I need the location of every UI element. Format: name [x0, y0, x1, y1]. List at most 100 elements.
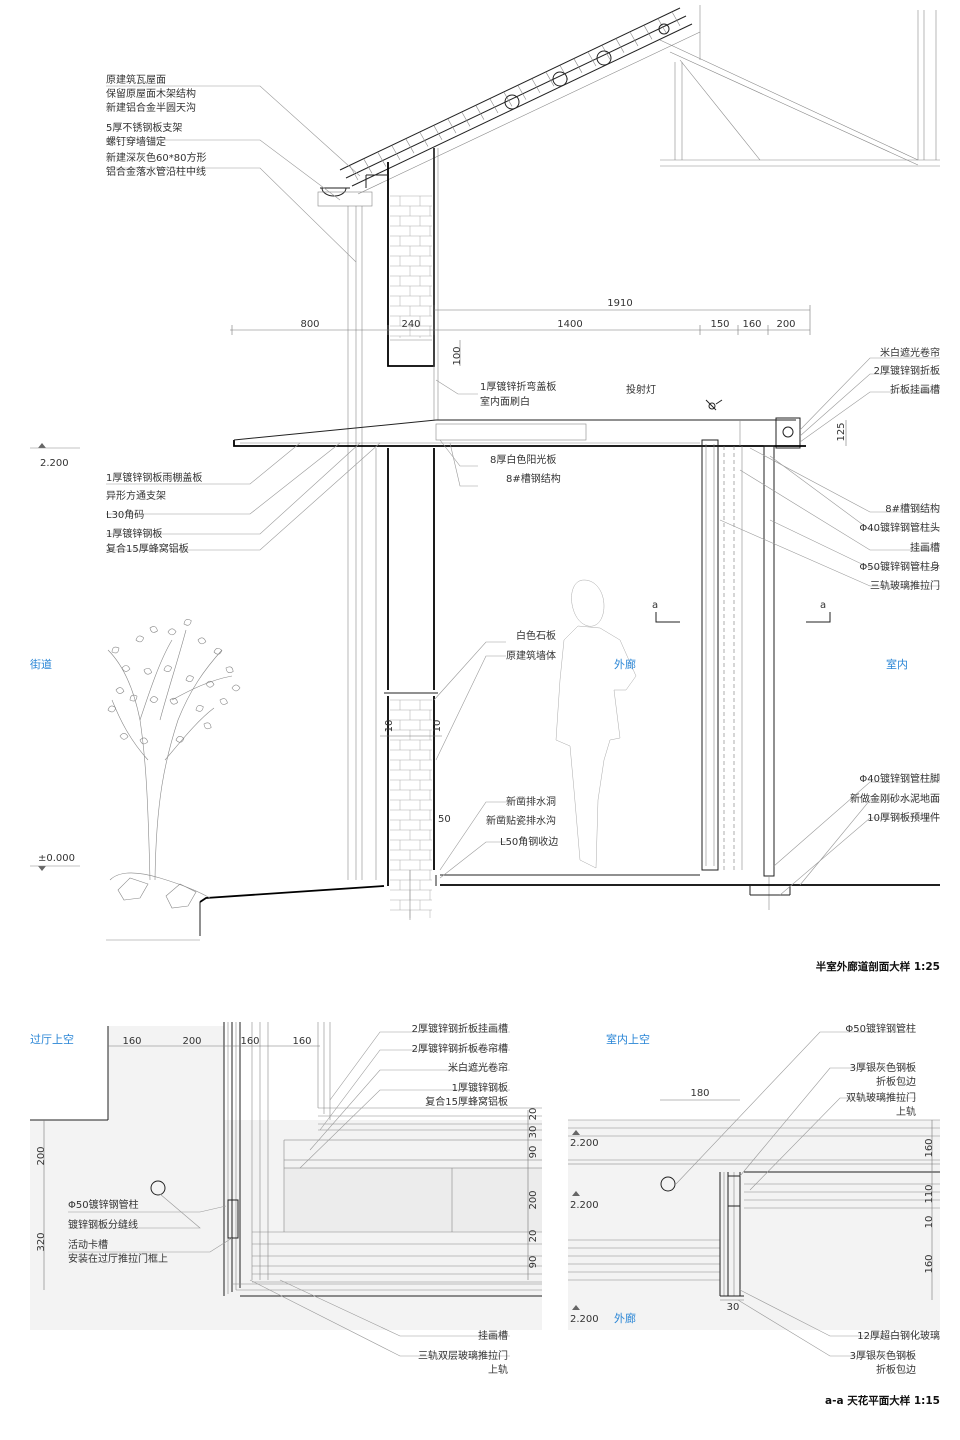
plan-left-note-11: 三轨双层玻璃推拉门 — [418, 1349, 508, 1362]
leaf-mark — [205, 680, 215, 688]
plan-right-zone-top: 室内上空 — [606, 1032, 650, 1046]
plan-right-note-3: 折板包边 — [876, 1075, 916, 1088]
note-canopy-1: 1厚镀锌钢板雨棚盖板 — [106, 471, 202, 484]
leaf-mark — [167, 628, 177, 636]
canopy — [233, 417, 806, 449]
section-mark-left: a — [652, 600, 658, 611]
note-folded-plate: 2厚镀锌钢折板 — [874, 364, 940, 377]
plan-right-level-3: 2.200 — [570, 1314, 599, 1325]
drawing-line — [545, 72, 555, 87]
dim-240: 240 — [401, 319, 420, 330]
plan-left-dim-2: 200 — [182, 1036, 201, 1047]
sliding-door — [701, 439, 743, 871]
section-mark-right: a — [820, 600, 826, 611]
note-channel-right: 8#槽钢结构 — [885, 502, 940, 515]
note-stone-slab: 白色石板 — [516, 629, 556, 642]
drawing-line — [475, 105, 485, 120]
tree-illustration — [106, 619, 241, 941]
dim-160: 160 — [742, 319, 761, 330]
plan-left-note-8: 1厚镀锌钢板 — [452, 1081, 508, 1094]
level-upper-label: 2.200 — [40, 458, 69, 469]
dimensions-top: 800 240 1400 150 160 200 1910 — [230, 298, 811, 335]
plan-left-note-7: 米白遮光卷帘 — [448, 1061, 508, 1074]
note-sliding-door: 三轨玻璃推拉门 — [870, 579, 940, 592]
note-roof-4: 5厚不锈钢板支架 — [106, 121, 182, 134]
plan-left: 160 200 160 160 200 320 20 30 90 200 20 … — [30, 1022, 542, 1376]
roof-frame — [659, 5, 940, 167]
drawing-line — [671, 11, 681, 27]
note-canopy-5: 复合15厚蜂窝铝板 — [106, 542, 189, 555]
drawing-line — [377, 152, 387, 167]
plan-left-note-5: 2厚镀锌钢折板挂画槽 — [412, 1022, 508, 1035]
level-ground: ±0.000 — [30, 853, 80, 871]
roof-tiles — [339, 7, 701, 195]
note-roof-5: 螺钉穿墙锚定 — [106, 135, 166, 148]
leaf-mark — [197, 637, 207, 645]
leaf-mark — [115, 687, 125, 694]
leaf-mark — [175, 736, 185, 743]
dim-10b: 10 — [432, 720, 443, 733]
plan-right-dim-bottom: 30 — [727, 1302, 740, 1313]
dimensions-side: 100 125 10 10 50 — [380, 340, 847, 825]
dim-50: 50 — [438, 814, 451, 825]
leaf-mark — [183, 619, 192, 626]
plan-right-note-2: 3厚银灰色钢板 — [850, 1061, 916, 1074]
leaf-mark — [111, 646, 120, 654]
leaf-mark — [219, 698, 228, 705]
zone-street: 街道 — [30, 657, 52, 671]
drawing-line — [461, 112, 471, 127]
plan-right-note-4: 双轨玻璃推拉门 — [846, 1091, 916, 1104]
note-column-body: Φ50镀锌钢管柱身 — [859, 560, 940, 573]
plan-left-dim-1: 160 — [122, 1036, 141, 1047]
floor — [199, 870, 940, 936]
drawing-line — [447, 118, 457, 134]
plan-left-dim-left-2: 320 — [36, 1232, 47, 1251]
plan-left-dim-right-6: 90 — [528, 1256, 539, 1269]
leaf-mark — [169, 697, 178, 705]
note-cover-plate: 1厚镀锌折弯盖板 — [480, 380, 556, 393]
note-canopy-2: 异形方通支架 — [106, 489, 166, 502]
upper-wall — [365, 148, 439, 420]
note-roof-3: 新建铝合金半圆天沟 — [106, 101, 196, 114]
note-column-foot: Φ40镀锌钢管柱脚 — [859, 772, 940, 785]
plan-right-leaders — [675, 1031, 916, 1357]
plan-left-dim-right-4: 200 — [528, 1190, 539, 1209]
note-embedded-plate: 10厚钢板预埋件 — [867, 811, 940, 824]
steel-column — [763, 445, 775, 910]
drawing-line — [419, 132, 429, 147]
note-canopy-4: 1厚镀锌钢板 — [106, 527, 162, 540]
dim-150: 150 — [710, 319, 729, 330]
plan-right-level-2: 2.200 — [570, 1200, 599, 1211]
leaf-mark — [225, 666, 234, 674]
section-mark-labels: a a — [652, 600, 826, 611]
leaf-mark — [143, 667, 152, 675]
leaf-mark — [149, 626, 158, 633]
plan-right-note-8: 折板包边 — [876, 1363, 916, 1376]
note-roof-6: 新建深灰色60*80方形 — [106, 151, 206, 164]
drawing-line — [405, 139, 415, 154]
right-notes: 米白遮光卷帘 2厚镀锌钢折板 折板挂画槽 8#槽钢结构 Φ40镀锌钢管柱头 挂画… — [850, 346, 940, 824]
drawing-line — [503, 92, 513, 107]
note-angle-steel: L50角钢收边 — [500, 835, 558, 848]
dim-1910: 1910 — [607, 298, 632, 309]
drawing-line — [363, 159, 373, 174]
drawing-line — [657, 18, 667, 33]
drawing-line — [615, 38, 625, 53]
plan-left-leaders — [68, 1031, 510, 1357]
plan-left-dim-left-1: 200 — [36, 1146, 47, 1165]
drawing-line — [629, 31, 639, 47]
plan-right-note-1: Φ50镀锌钢管柱 — [845, 1022, 916, 1035]
roof-notes: 原建筑瓦屋面 保留原屋面木架结构 新建铝合金半圆天沟 5厚不锈钢板支架 螺钉穿墙… — [106, 73, 206, 178]
leaders — [106, 85, 940, 896]
plan-left-note-3: 活动卡槽 — [68, 1238, 108, 1251]
plan-right-level-1: 2.200 — [570, 1138, 599, 1149]
note-white-paint: 室内面刷白 — [480, 395, 530, 408]
zone-indoor: 室内 — [886, 657, 908, 671]
note-drain-channel: 新凿贴瓷排水沟 — [486, 814, 556, 827]
drawing-line — [531, 78, 541, 94]
plan-left-note-6: 2厚镀锌钢折板卷帘槽 — [412, 1042, 508, 1055]
leaf-mark — [149, 696, 159, 703]
drawing-line — [489, 98, 499, 114]
spotlight-icon — [705, 399, 723, 411]
plan-left-note-12: 上轨 — [488, 1363, 508, 1376]
